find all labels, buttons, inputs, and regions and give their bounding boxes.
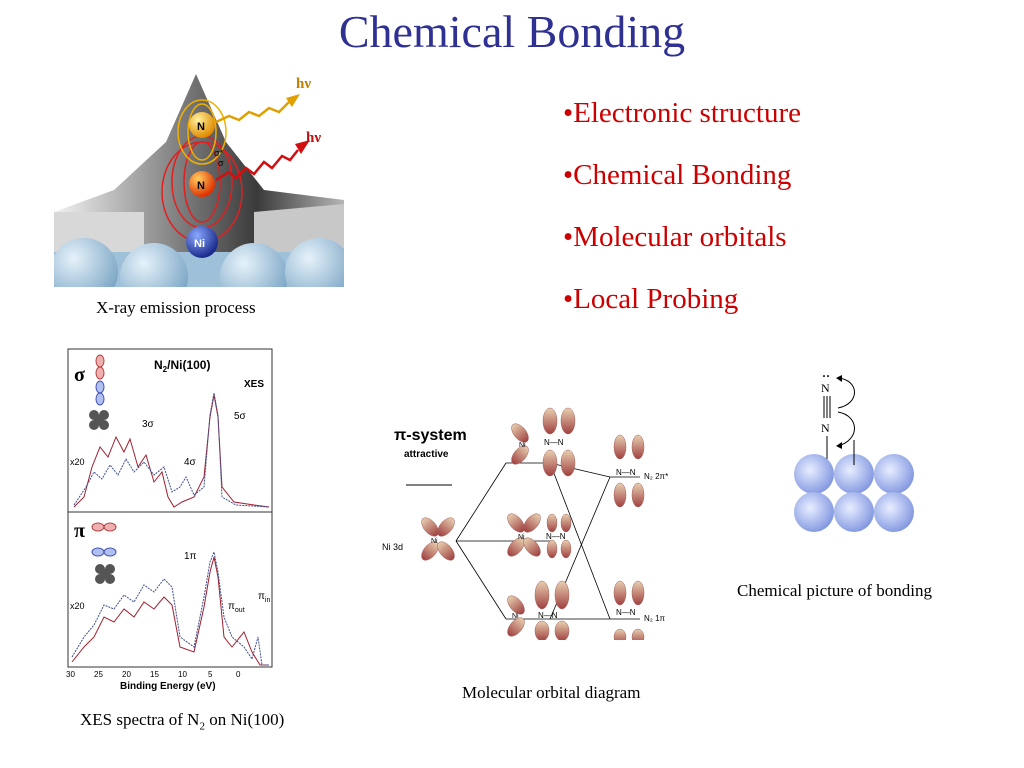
xes-header: N2/Ni(100) bbox=[154, 358, 210, 374]
mo-diagram-figure: π-system attractive Ni 3d Ni bbox=[380, 405, 690, 640]
bullet-local-probing: •Local Probing bbox=[563, 283, 739, 315]
mo-middle-orbital bbox=[507, 513, 572, 559]
atom-ni: Ni bbox=[194, 238, 205, 250]
svg-text:N—N: N—N bbox=[546, 532, 566, 541]
xtick-5: 5 bbox=[208, 670, 213, 679]
xray-emission-figure: N N Ni σ* σ hν hν bbox=[54, 72, 344, 287]
mo-heading: π-system bbox=[394, 427, 467, 444]
bullet-electronic-structure: •Electronic structure bbox=[563, 97, 802, 129]
orbital-label-1: σ* bbox=[214, 148, 224, 158]
n2-1pi-orbital bbox=[613, 580, 645, 640]
xray-caption: X-ray emission process bbox=[96, 298, 256, 317]
xtick-20: 20 bbox=[122, 670, 131, 679]
bullet-chemical-bonding: •Chemical Bonding bbox=[563, 159, 792, 191]
slide-title: Chemical Bonding bbox=[338, 6, 686, 57]
ni-3d-orbital bbox=[421, 517, 455, 561]
xes-caption: XES spectra of N2 on Ni(100) bbox=[80, 710, 285, 733]
mo-subheading: attractive bbox=[404, 449, 449, 460]
level-2pi-star: N₂ 2π* bbox=[644, 472, 668, 481]
mo-caption: Molecular orbital diagram bbox=[462, 683, 641, 702]
pi-scale: x20 bbox=[70, 601, 85, 611]
xtick-15: 15 bbox=[150, 670, 159, 679]
xes-spectra-figure: N2/Ni(100) XES σ x20 3σ 4σ 5σ π x20 1π bbox=[64, 347, 276, 692]
lone-pair: ·· bbox=[822, 370, 830, 383]
svg-text:Ni: Ni bbox=[519, 442, 526, 449]
photon-label-2: hν bbox=[306, 130, 321, 146]
xtick-25: 25 bbox=[94, 670, 103, 679]
peak-5sigma: 5σ bbox=[234, 411, 247, 422]
xes-xlabel: Binding Energy (eV) bbox=[120, 681, 216, 692]
svg-text:N—N: N—N bbox=[544, 438, 564, 447]
chemical-caption: Chemical picture of bonding bbox=[737, 581, 932, 600]
peak-3sigma: 3σ bbox=[142, 419, 155, 430]
svg-text:N—N: N—N bbox=[616, 468, 636, 477]
svg-text:Ni: Ni bbox=[518, 534, 525, 541]
peak-pi-in: πin bbox=[258, 591, 270, 604]
svg-text:Ni: Ni bbox=[512, 613, 519, 620]
pi-molecule-icon bbox=[91, 522, 117, 584]
n2-2pi-star-orbital bbox=[613, 434, 645, 508]
mo-upper-orbital bbox=[511, 407, 576, 477]
surface-atoms bbox=[794, 454, 914, 532]
sigma-scale: x20 bbox=[70, 457, 85, 467]
peak-pi-out: πout bbox=[228, 601, 245, 614]
chem-atom-n-top: N bbox=[821, 381, 830, 395]
xes-technique: XES bbox=[244, 379, 264, 390]
bullet-list: •Electronic structure •Chemical Bonding … bbox=[563, 94, 801, 342]
svg-text:N—N: N—N bbox=[616, 608, 636, 617]
bullet-molecular-orbitals: •Molecular orbitals bbox=[563, 221, 787, 253]
atom-n-mid: N bbox=[197, 180, 205, 192]
photon-label-1: hν bbox=[296, 76, 311, 92]
mo-lower-orbital bbox=[507, 580, 570, 640]
orbital-label-2: σ bbox=[218, 158, 224, 168]
xtick-0: 0 bbox=[236, 670, 241, 679]
xtick-30: 30 bbox=[66, 670, 75, 679]
peak-1pi: 1π bbox=[184, 551, 197, 562]
chemical-bonding-figure: ·· N N bbox=[790, 370, 920, 540]
svg-text:N—N: N—N bbox=[538, 611, 558, 620]
level-1pi: N₂ 1π bbox=[644, 614, 666, 623]
chem-atom-n-bottom: N bbox=[821, 421, 830, 435]
svg-text:Ni: Ni bbox=[431, 538, 438, 545]
xtick-10: 10 bbox=[178, 670, 187, 679]
sigma-molecule-icon bbox=[89, 354, 109, 430]
sigma-symbol: σ bbox=[74, 364, 85, 386]
peak-4sigma: 4σ bbox=[184, 457, 197, 468]
atom-n-top: N bbox=[197, 121, 205, 133]
pi-symbol: π bbox=[74, 520, 85, 542]
ni-3d-label: Ni 3d bbox=[382, 542, 403, 552]
